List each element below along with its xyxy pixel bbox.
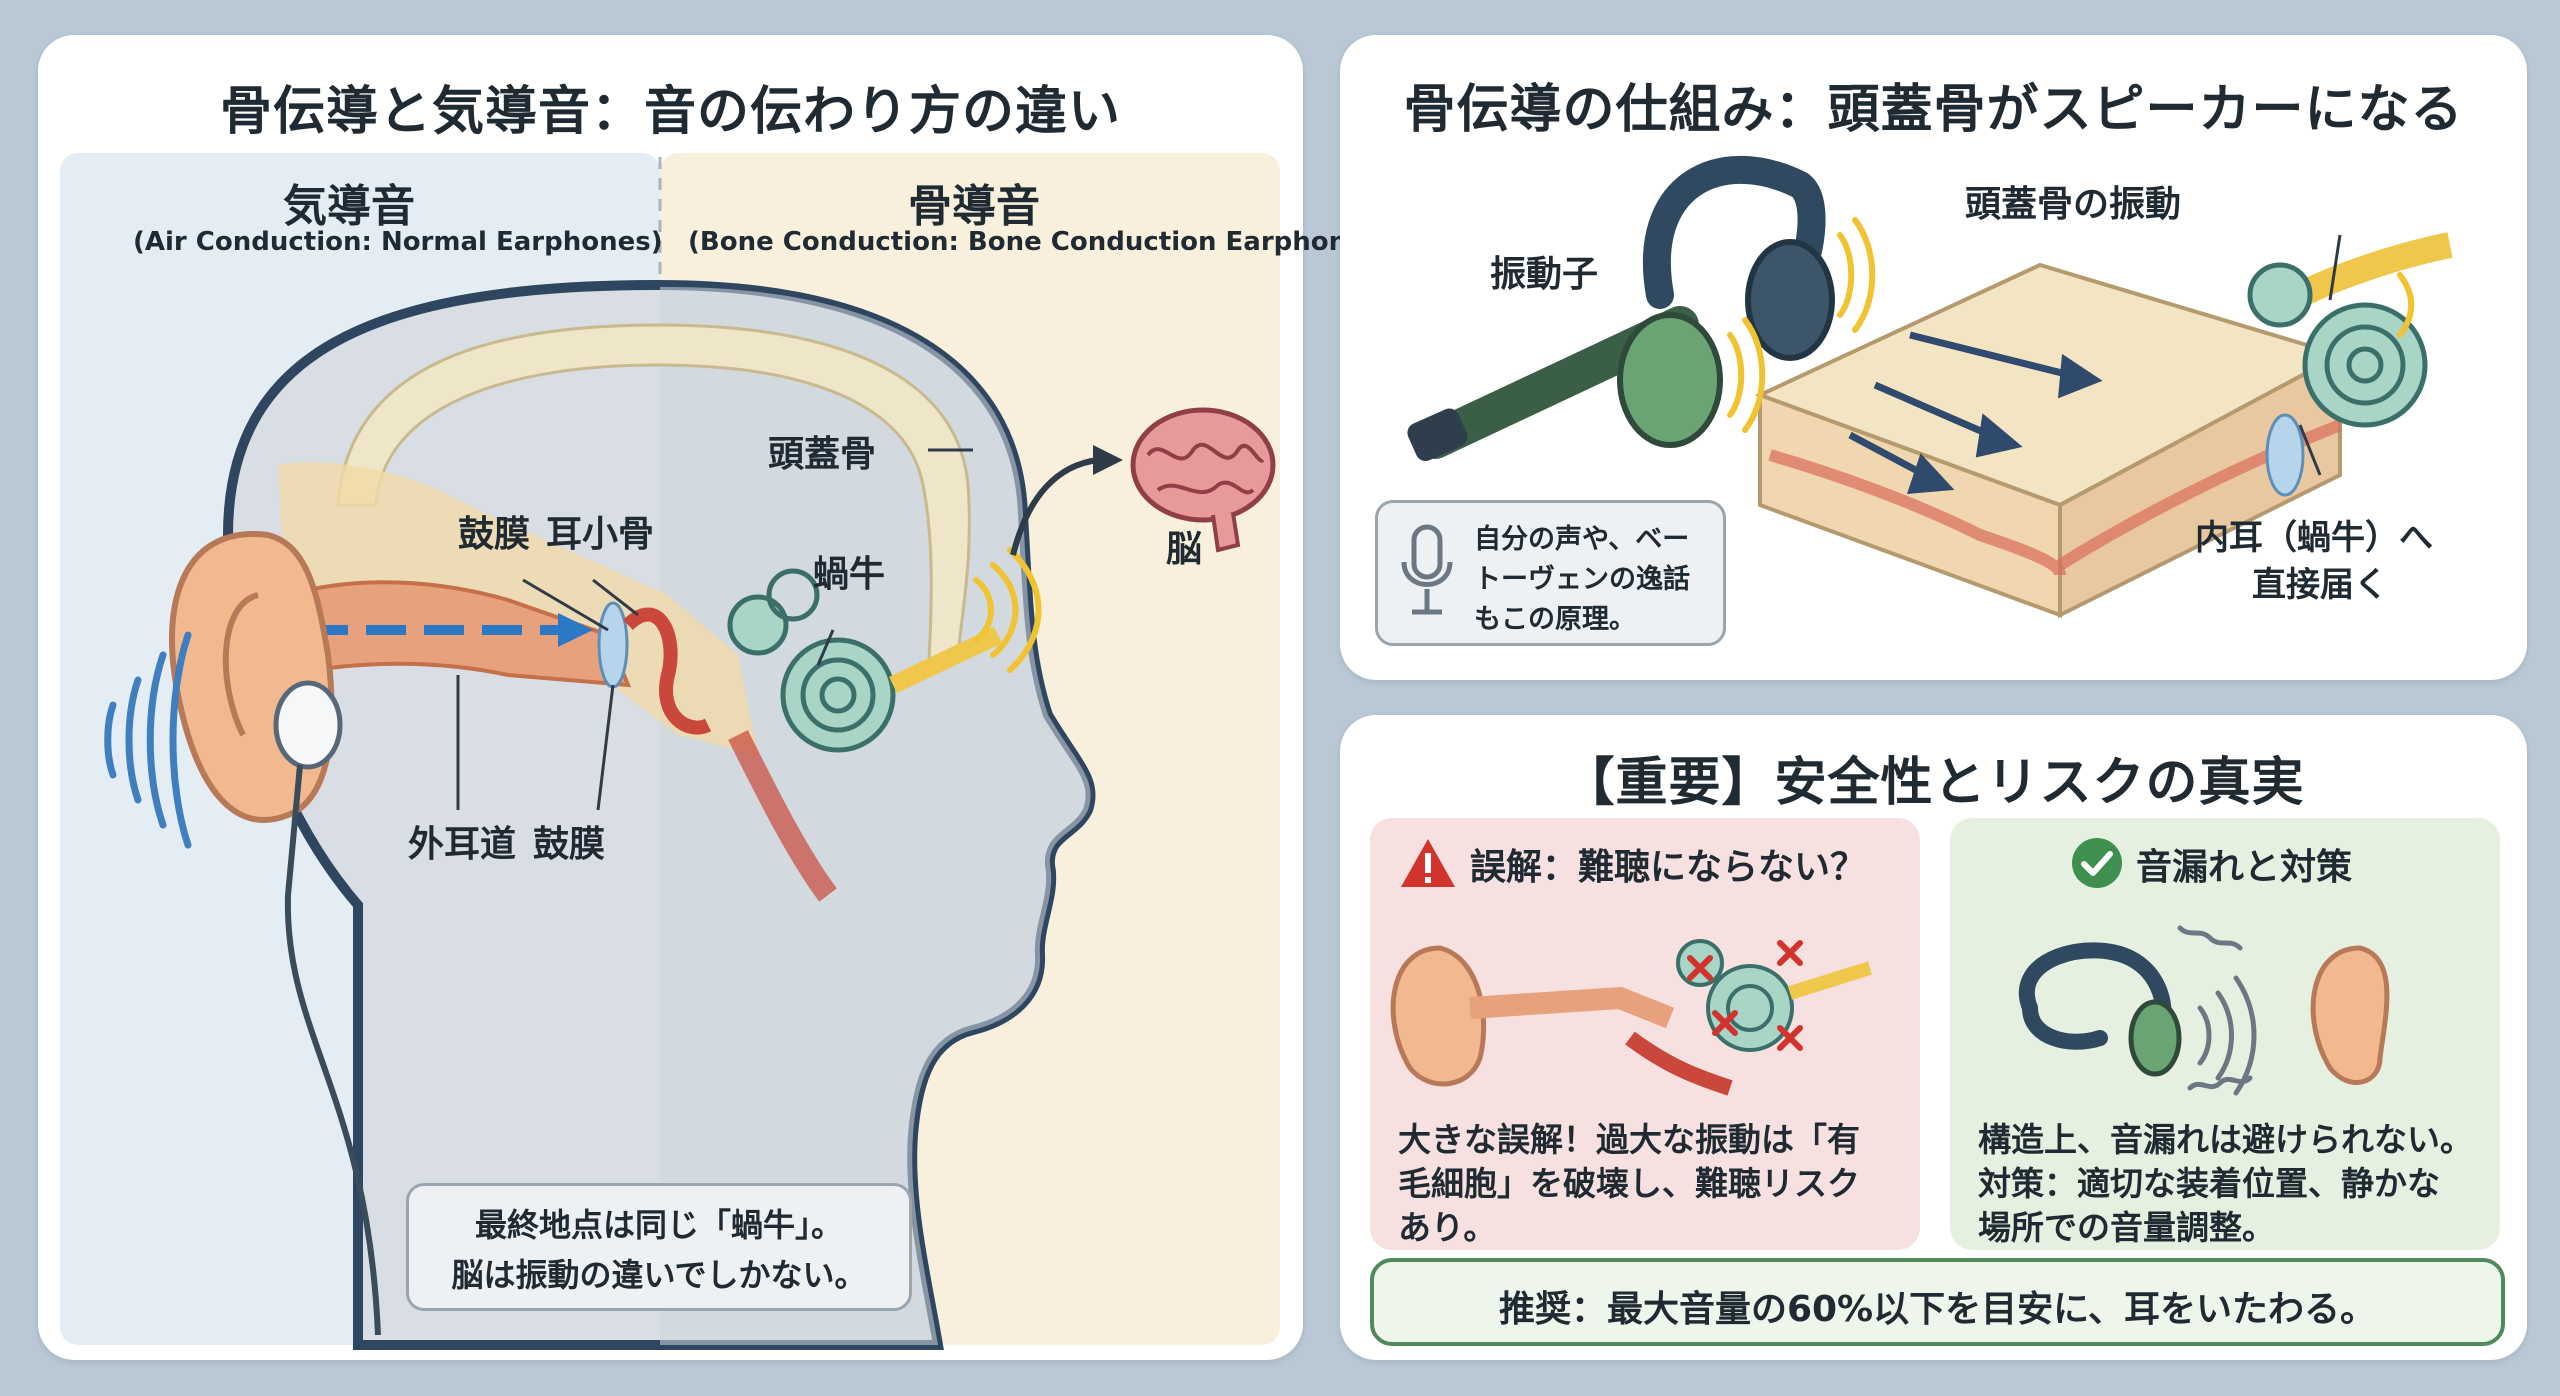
hearing-risk-text-line: 毛細胞」を破壊し、難聴リスク [1398,1164,1860,1203]
eustachian-tube [728,730,837,902]
hearing-risk-text-line: あり。 [1398,1208,1497,1247]
bone-conduction-headset-icon [1407,155,1835,462]
mechanism-panel-title: 骨伝導の仕組み：頭蓋骨がスピーカーになる [1403,80,2464,140]
skull-bone-block [1754,262,2346,619]
warning-icon [1401,839,1455,887]
damaged-ear-diagram [1390,939,1873,1096]
skull-label: 頭蓋骨 [768,434,877,475]
auditory-nerve [889,626,1002,694]
arrow-to-brain-head [1093,445,1123,475]
hearing-risk-heading: 誤解：難聴にならない？ [1470,847,1867,888]
face-shading [660,286,1091,1345]
hearing-risk-text: 大きな誤解！過大な振動は「有 毛細胞」を破壊し、難聴リスク あり。 [1398,1118,1860,1250]
voice-note-line: もこの原理。 [1474,604,1636,635]
ear-canal-label: 外耳道 [408,824,517,865]
sound-leak-text-line: 構造上、音漏れは避けられない。 [1978,1120,2473,1159]
safety-panel: 【重要】安全性とリスクの真実 誤解：難聴にならない？ 大きな誤解！過大な振動 [1340,715,2527,1360]
voice-note-line: トーヴェンの逸話 [1474,564,1690,595]
voice-note-line: 自分の声や、ベー [1474,524,1690,555]
bone-conduction-subheading: (Bone Conduction: Bone Conduction Earpho… [688,227,1393,257]
sound-leak-text: 構造上、音漏れは避けられない。 対策：適切な装着位置、静かな 場所での音量調整。 [1978,1118,2473,1250]
check-circle-icon [2072,838,2122,888]
ear-icon [2310,945,2390,1085]
damage-x-icon [1687,940,1803,1051]
inner-ear-label-line1: 内耳（蝸牛）へ [2195,518,2433,558]
microphone-icon [1401,524,1453,615]
sound-leak-text-line: 場所での音量調整。 [1978,1208,2275,1247]
brain-label: 脳 [1166,529,1203,570]
inner-ear-leader-line [2298,424,2322,476]
inner-ear-label-line2: 直接届く [2252,565,2388,605]
sound-leak-wave-icon [2177,925,2257,1096]
mechanism-panel: 骨伝導の仕組み：頭蓋骨がスピーカーになる [1340,35,2527,680]
air-conduction-subheading: (Air Conduction: Normal Earphones) [133,227,663,257]
head-cross-section-diagram [60,153,1280,1350]
left-panel: 骨伝導と気導音：音の伝わり方の違い [38,35,1392,1360]
voice-note-bubble: 自分の声や、ベー トーヴェンの逸話 もこの原理。 [1375,500,1726,646]
conclusion-note: 最終地点は同じ「蝸牛」。 脳は振動の違いでしかない。 [406,1183,912,1311]
eardrum-bottom-label: 鼓膜 [533,824,606,865]
sound-wave-icon [104,631,192,849]
brain-icon [1130,407,1276,553]
sound-leak-text-line: 対策：適切な装着位置、静かな [1978,1164,2440,1203]
air-flow-arrowhead [558,613,593,647]
ossicles-label: 耳小骨 [546,514,655,555]
bone-conduction-heading: 骨導音 [908,181,1040,232]
cochlea-label: 蝸牛 [813,554,886,595]
headset-icon [2019,942,2182,1077]
earphone-icon [273,680,381,1336]
sound-leak-heading: 音漏れと対策 [2136,847,2353,888]
conclusion-note-line: 最終地点は同じ「蝸牛」。 [474,1206,843,1244]
inner-ear-vibration-icon [2397,272,2415,338]
eardrum-bottom-leader-line [596,684,615,811]
transducer-label: 振動子 [1490,254,1599,295]
hearing-risk-card: 誤解：難聴にならない？ 大きな誤解！過大な振動は「有 毛細胞」を破壊し、難聴リス… [1370,818,1920,1250]
left-panel-title: 骨伝導と気導音：音の伝わり方の違い [219,82,1121,142]
sound-leak-card: 音漏れと対策 構造上、音漏れは避けられない。 対策：適切な装着位置、静かな 場所… [1950,818,2500,1250]
headset-vibration-icon [1727,217,1876,433]
eardrum-leader-line [522,578,609,632]
sound-leak-diagram [2019,925,2390,1096]
skull-vibration-label: 頭蓋骨の振動 [1965,184,2182,225]
vibration-arrows [1848,331,2103,494]
skull-vibration-leader-line [2328,234,2342,301]
inner-ear-icon [2247,232,2453,497]
conclusion-note-line: 脳は振動の違いでしかない。 [451,1256,867,1294]
arrow-to-brain [1010,457,1099,556]
cochlea-leader-line [816,629,835,666]
air-conduction-heading: 気導音 [283,181,415,232]
cochlea-shape [727,568,1002,753]
ossicles-leader-line [592,578,639,617]
safety-panel-title: 【重要】安全性とリスクの真実 [1562,753,2305,813]
recommendation-bar: 推奨：最大音量の60%以下を目安に、耳をいたわる。 [1370,1258,2505,1346]
hearing-risk-text-line: 大きな誤解！過大な振動は「有 [1398,1120,1860,1159]
eardrum-shape [597,601,629,689]
bone-conduction-mechanism-diagram [1407,155,2453,619]
eardrum-label: 鼓膜 [458,514,531,555]
vibration-icon [973,547,1042,673]
ossicles-shape [623,607,712,735]
recommendation-text: 推奨：最大音量の60%以下を目安に、耳をいたわる。 [1498,1289,2377,1330]
